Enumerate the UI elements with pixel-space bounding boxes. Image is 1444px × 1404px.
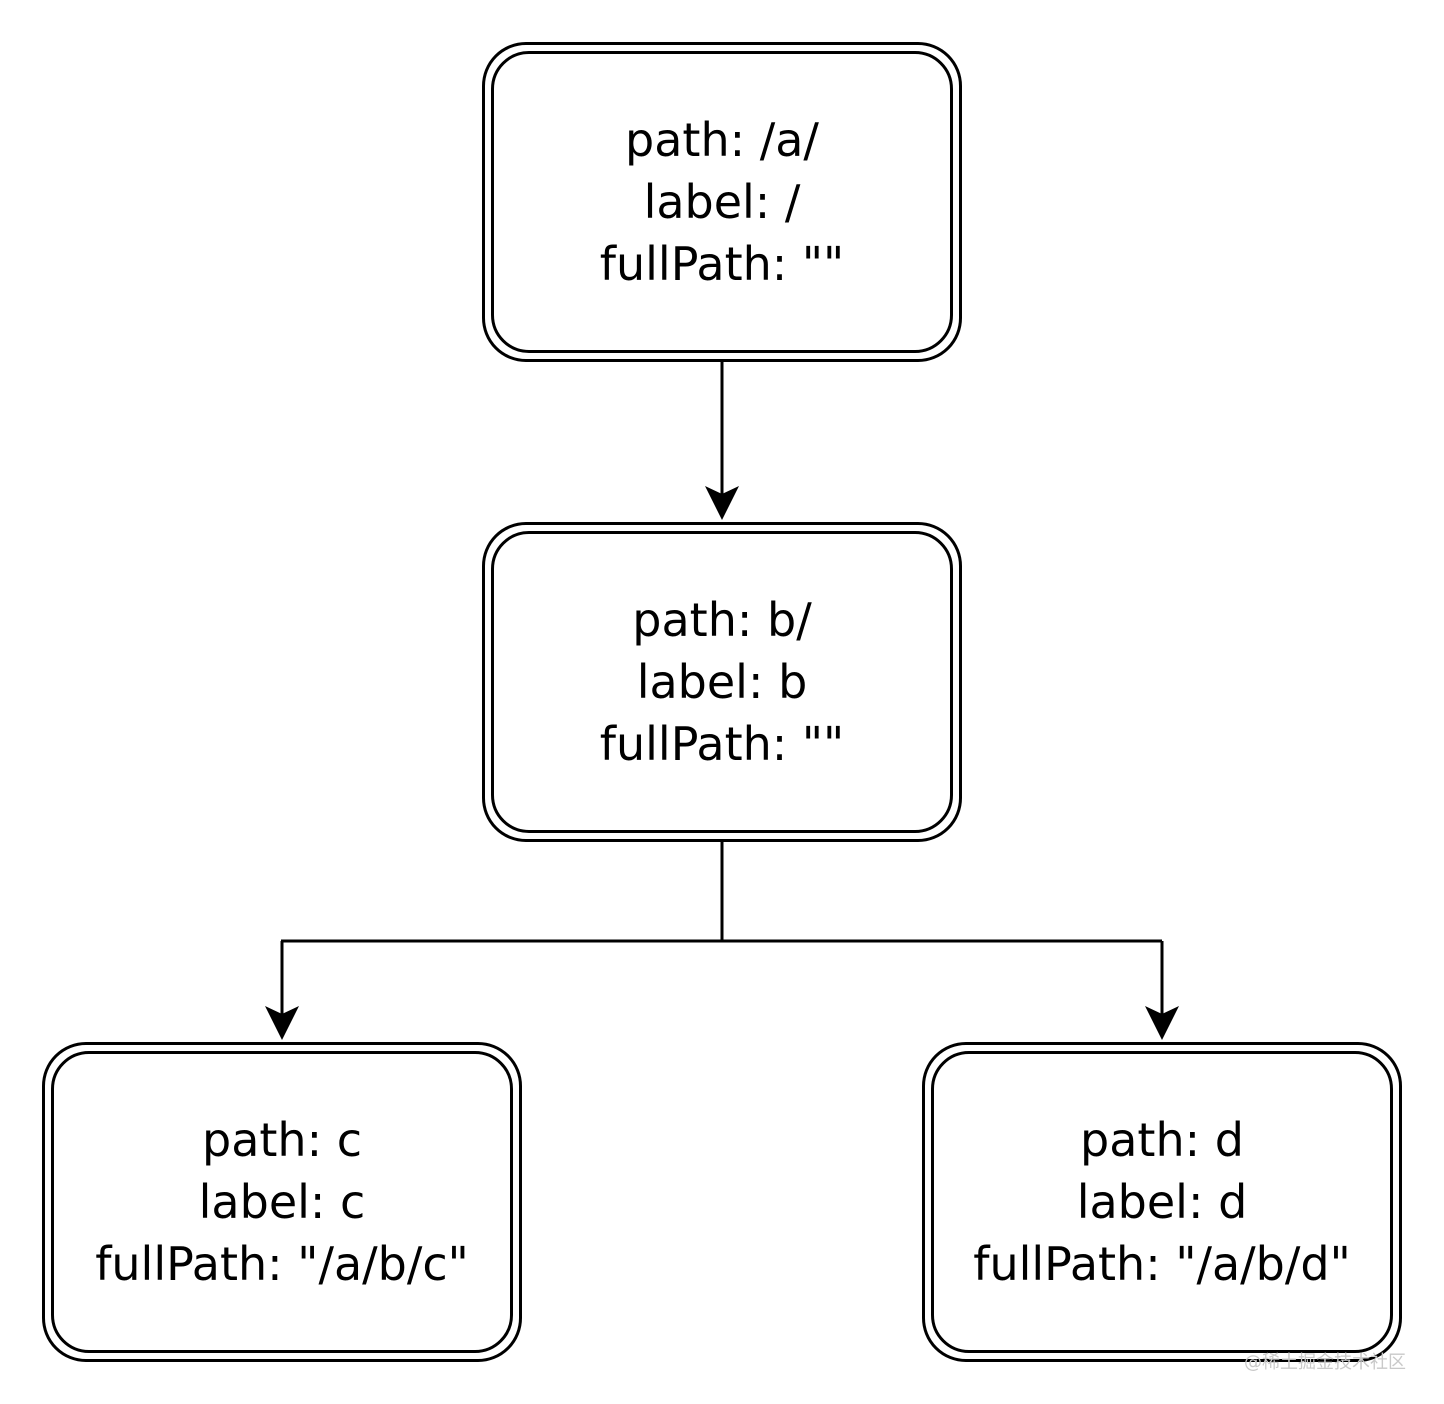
node-root: path: /a/ label: / fullPath: "" — [482, 42, 962, 362]
node-b-label: label: b — [636, 655, 808, 709]
node-c-inner-border: path: c label: c fullPath: "/a/b/c" — [51, 1051, 513, 1353]
node-root-fullpath: fullPath: "" — [599, 237, 845, 291]
arrowhead-to-d — [1145, 1006, 1179, 1040]
node-b: path: b/ label: b fullPath: "" — [482, 522, 962, 842]
node-c: path: c label: c fullPath: "/a/b/c" — [42, 1042, 522, 1362]
node-root-label: label: / — [643, 175, 801, 229]
node-d: path: d label: d fullPath: "/a/b/d" — [922, 1042, 1402, 1362]
node-c-label: label: c — [198, 1175, 366, 1229]
node-b-fullpath: fullPath: "" — [599, 717, 845, 771]
arrowhead-to-c — [265, 1006, 299, 1040]
node-c-path: path: c — [202, 1113, 362, 1167]
watermark: @稀土掘金技术社区 — [1244, 1352, 1406, 1373]
node-b-inner-border: path: b/ label: b fullPath: "" — [491, 531, 953, 833]
node-d-path: path: d — [1080, 1113, 1244, 1167]
node-d-label: label: d — [1076, 1175, 1248, 1229]
node-b-path: path: b/ — [632, 593, 812, 647]
node-d-fullpath: fullPath: "/a/b/d" — [973, 1237, 1351, 1291]
node-d-inner-border: path: d label: d fullPath: "/a/b/d" — [931, 1051, 1393, 1353]
node-c-fullpath: fullPath: "/a/b/c" — [95, 1237, 469, 1291]
node-root-path: path: /a/ — [625, 113, 819, 167]
node-root-inner-border: path: /a/ label: / fullPath: "" — [491, 51, 953, 353]
arrowhead-to-b — [705, 486, 739, 520]
